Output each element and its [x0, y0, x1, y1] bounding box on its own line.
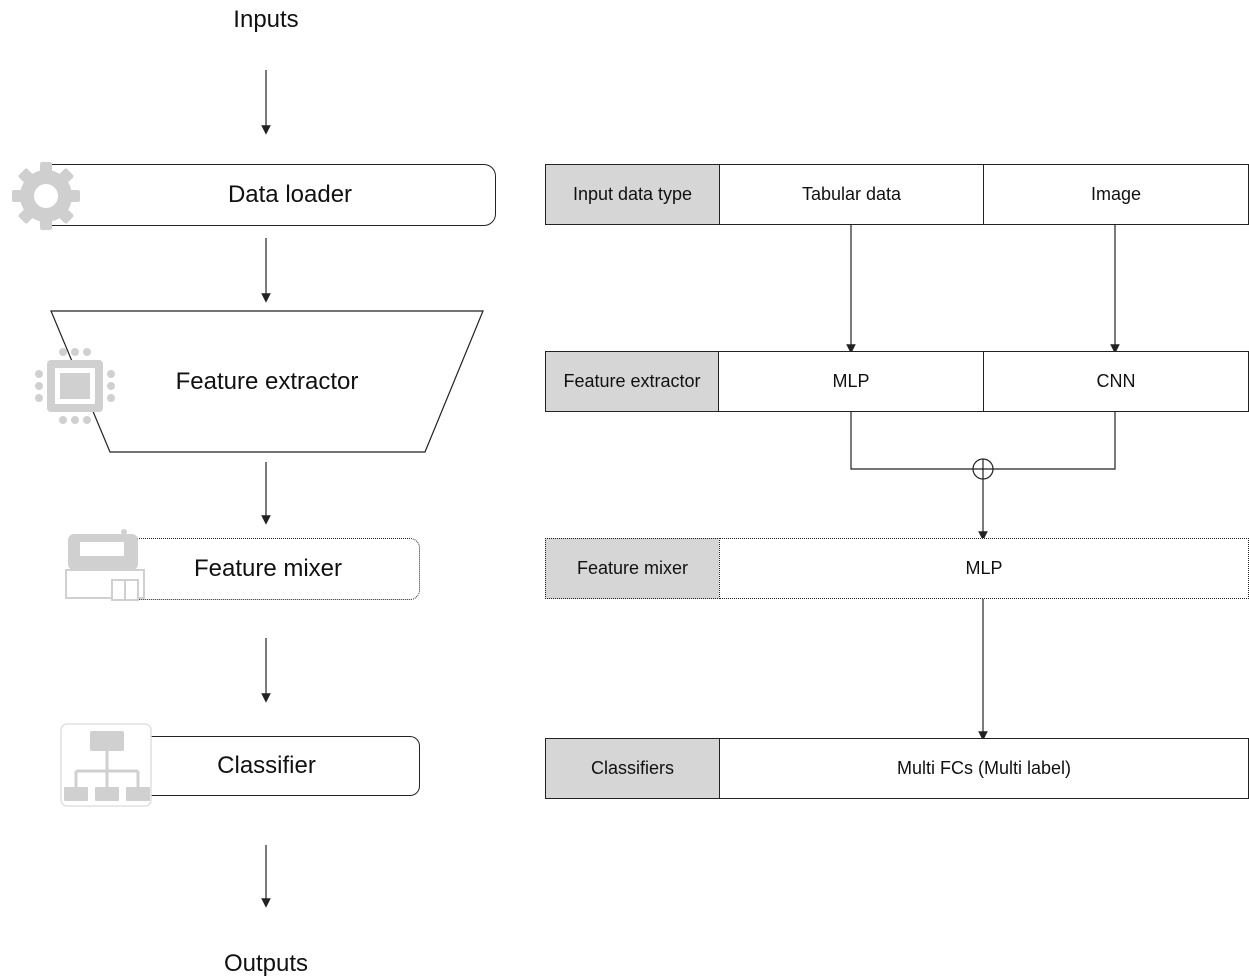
mlp-mixer-cell: MLP	[719, 538, 1249, 599]
data-loader-box: Data loader	[45, 164, 496, 226]
outputs-label: Outputs	[223, 950, 309, 977]
classifier-box: Classifier	[120, 736, 420, 796]
feature-mixer-label: Feature mixer	[193, 555, 343, 582]
feature-extractor-label: Feature extractor	[175, 368, 359, 395]
classifiers-header: Classifiers	[545, 738, 720, 799]
image-cell: Image	[983, 164, 1249, 225]
feature-mixer-box: Feature mixer	[120, 538, 420, 600]
gear-icon	[10, 160, 82, 232]
multi-fcs-cell: Multi FCs (Multi label)	[719, 738, 1249, 799]
data-loader-label: Data loader	[227, 181, 353, 208]
input-data-type-header: Input data type	[545, 164, 720, 225]
tabular-data-cell: Tabular data	[719, 164, 984, 225]
mixer-device-icon	[64, 528, 146, 602]
cnn-extractor-cell: CNN	[983, 351, 1249, 412]
mlp-extractor-cell: MLP	[718, 351, 984, 412]
feature-mixer-header: Feature mixer	[545, 538, 720, 599]
hierarchy-icon	[60, 723, 152, 807]
chip-icon	[33, 346, 117, 426]
feature-extractor-header: Feature extractor	[545, 351, 719, 412]
inputs-label: Inputs	[233, 6, 299, 33]
classifier-label: Classifier	[217, 752, 316, 779]
